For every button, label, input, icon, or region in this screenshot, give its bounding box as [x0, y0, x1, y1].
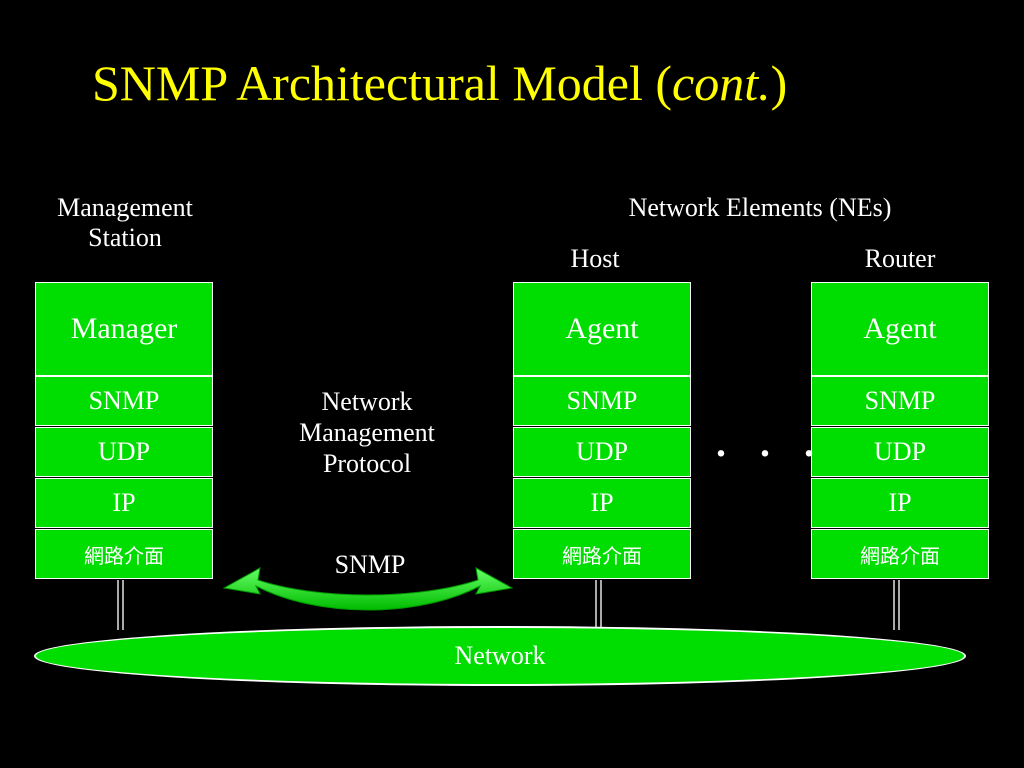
- ellipsis: ・・・: [706, 439, 838, 472]
- manager-interface-layer: 網路介面: [35, 529, 213, 579]
- management-station-label: Management Station: [34, 193, 216, 253]
- host-label: Host: [570, 244, 620, 273]
- host-udp-layer: UDP: [513, 427, 691, 477]
- host-agent-box: Agent: [513, 282, 691, 376]
- network-ellipse: Network: [34, 626, 966, 686]
- router-udp-layer: UDP: [811, 427, 989, 477]
- title-text: SNMP Architectural Model (: [92, 55, 673, 111]
- router-agent-box: Agent: [811, 282, 989, 376]
- host-snmp-layer: SNMP: [513, 376, 691, 426]
- snmp-protocol-label: SNMP: [334, 550, 406, 579]
- router-label: Router: [864, 244, 936, 273]
- protocol-label: Network Management Protocol: [262, 386, 472, 480]
- management-station-line2: Station: [88, 222, 162, 252]
- protocol-line1: Network: [321, 387, 413, 416]
- manager-udp-layer: UDP: [35, 427, 213, 477]
- manager-ip-layer: IP: [35, 478, 213, 528]
- slide-title: SNMP Architectural Model (cont.): [92, 58, 787, 108]
- router-network-link: [893, 580, 900, 630]
- router-interface-layer: 網路介面: [811, 529, 989, 579]
- manager-snmp-layer: SNMP: [35, 376, 213, 426]
- title-italic: cont.: [672, 55, 771, 111]
- host-network-link: [595, 580, 602, 630]
- network-label: Network: [454, 641, 546, 670]
- manager-box: Manager: [35, 282, 213, 376]
- host-ip-layer: IP: [513, 478, 691, 528]
- host-interface-layer: 網路介面: [513, 529, 691, 579]
- network-elements-label: Network Elements (NEs): [628, 193, 892, 222]
- protocol-line2: Management: [299, 418, 435, 448]
- bidirectional-arrow-icon: [222, 567, 514, 611]
- router-snmp-layer: SNMP: [811, 376, 989, 426]
- router-ip-layer: IP: [811, 478, 989, 528]
- manager-network-link: [117, 580, 124, 630]
- management-station-line1: Management: [57, 193, 193, 222]
- title-close: ): [770, 55, 788, 111]
- protocol-line3: Protocol: [322, 449, 412, 479]
